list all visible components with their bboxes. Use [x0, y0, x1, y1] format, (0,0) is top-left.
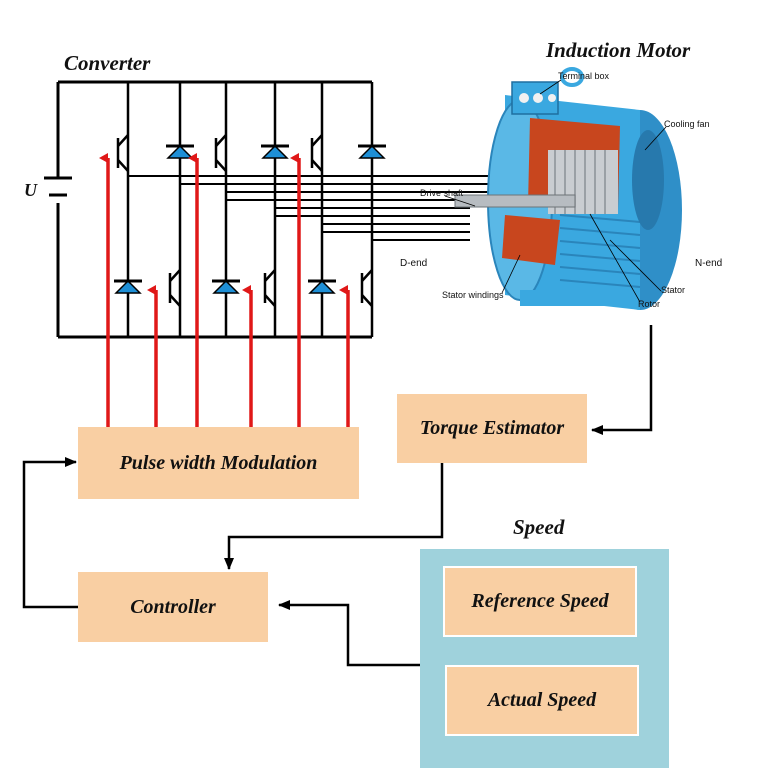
actual-speed-block: Actual Speed: [445, 665, 639, 736]
transistor-lower-1: [168, 269, 181, 307]
diode-lower-1: [114, 279, 142, 294]
dc-source: [44, 176, 72, 197]
rotor-label: Rotor: [638, 299, 661, 309]
transistor-lower-2: [263, 269, 276, 307]
controller-to-pwm-arrow: [22, 457, 78, 609]
transistor-upper-3: [310, 134, 323, 172]
d-end-label: D-end: [400, 258, 428, 269]
transistor-upper-2: [214, 134, 227, 172]
speed-title: Speed: [513, 515, 565, 539]
induction-motor-title: Induction Motor: [546, 38, 691, 62]
converter-title: Converter: [64, 51, 151, 75]
cooling-fan-label: Cooling fan: [664, 119, 710, 129]
induction-motor-illustration: [444, 67, 682, 310]
speed-to-controller-arrow: [278, 600, 420, 667]
drive-shaft-label: Drive shaft: [420, 188, 464, 198]
n-end-label: N-end: [695, 258, 723, 269]
diode-upper-3: [358, 144, 386, 159]
controller-block: Controller: [78, 572, 268, 642]
stator-label: Stator: [661, 285, 686, 295]
reference-speed-block: Reference Speed: [443, 566, 637, 637]
dc-source-label: U: [24, 180, 37, 200]
terminal-box-label: Terminal box: [558, 71, 610, 81]
torque-estimator-block: Torque Estimator: [397, 394, 587, 463]
torque-to-controller-arrow: [224, 463, 444, 570]
transistor-lower-3: [360, 269, 373, 307]
motor-to-torque-arrow: [591, 325, 653, 435]
diode-lower-2: [212, 279, 240, 294]
pwm-block: Pulse width Modulation: [78, 427, 359, 499]
diode-upper-1: [166, 144, 194, 159]
diode-lower-3: [308, 279, 336, 294]
transistor-upper-1: [116, 134, 129, 172]
diode-upper-2: [261, 144, 289, 159]
stator-windings-label: Stator windings: [442, 290, 504, 300]
